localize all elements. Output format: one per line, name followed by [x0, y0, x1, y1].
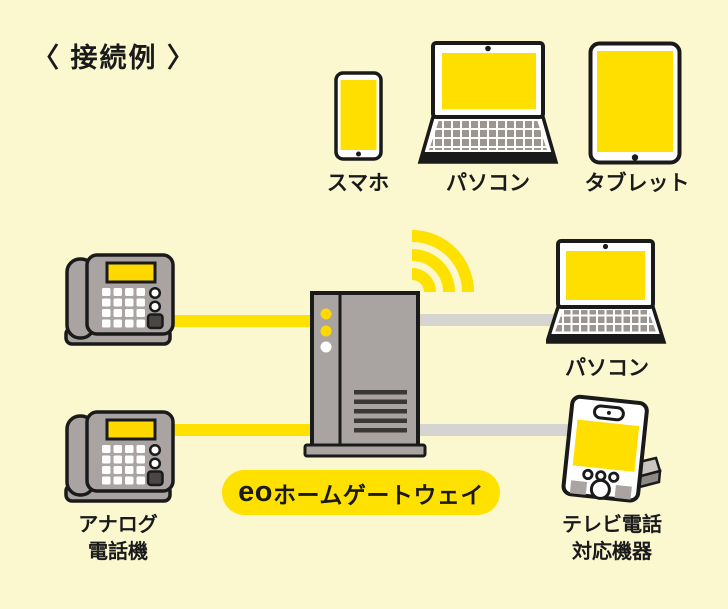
- gateway-led-1: [320, 308, 332, 320]
- video-phone-label-line2: 対応機器: [572, 541, 652, 563]
- analog-phone-1-illustration: [64, 253, 175, 346]
- wifi-icon: [411, 230, 474, 293]
- laptop-top-illustration: [417, 41, 559, 164]
- analog-phone-label-line2: 電話機: [88, 541, 148, 563]
- home-gateway-illustration: [303, 291, 427, 458]
- gateway-led-3: [320, 341, 332, 353]
- video-phone-label: テレビ電話 対応機器: [548, 512, 676, 566]
- gateway-name-text: ホームゲートウェイ: [273, 481, 484, 508]
- tablet-illustration: [588, 41, 682, 165]
- cable-gray-pc: [410, 314, 572, 326]
- analog-phone-label: アナログ 電話機: [56, 512, 180, 566]
- gateway-led-2: [320, 325, 332, 337]
- gateway-brand-text: eo: [238, 476, 274, 508]
- analog-phone-label-line1: アナログ: [78, 514, 158, 536]
- smartphone-label: スマホ: [326, 172, 390, 195]
- cable-yellow-phone2: [160, 424, 322, 436]
- cable-gray-videophone: [410, 424, 574, 436]
- tablet-label: タブレット: [584, 172, 690, 195]
- pc-right-label: パソコン: [565, 357, 649, 380]
- smartphone-illustration: [334, 71, 383, 161]
- video-phone-label-line1: テレビ電話: [562, 514, 662, 536]
- video-phone-illustration: [561, 394, 662, 503]
- pc-top-label: パソコン: [446, 172, 530, 195]
- cable-yellow-phone1: [160, 315, 322, 327]
- analog-phone-2-illustration: [64, 410, 175, 503]
- diagram-title: 〈 接続例 〉: [32, 43, 197, 73]
- laptop-right-illustration: [546, 239, 667, 344]
